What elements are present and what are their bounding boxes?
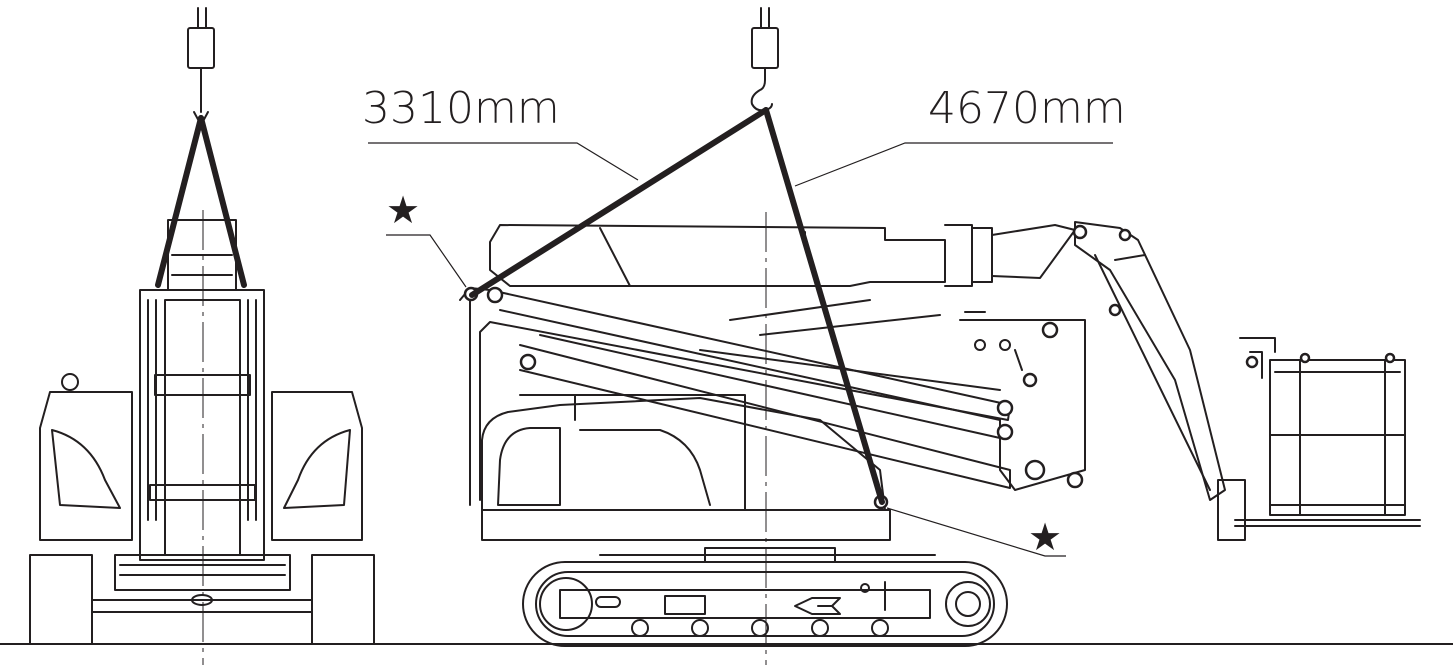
front-view [29, 7, 375, 665]
star-marker-rear-icon: ★ [1028, 515, 1062, 559]
chassis-body [481, 397, 886, 511]
star-marker-front-icon: ★ [386, 188, 420, 232]
dimension-long: 4670mm [928, 83, 1126, 134]
cab-window [497, 427, 561, 506]
front-sling-left [155, 115, 204, 288]
travel-direction-arrow-icon [794, 597, 841, 615]
work-basket [1269, 359, 1406, 516]
annotations: 3310mm 4670mm ★ ★ [362, 83, 1126, 559]
front-hook-block [187, 27, 215, 69]
sling-short [469, 107, 769, 298]
front-sling-right [198, 115, 247, 288]
crane-hook-icon [750, 67, 773, 112]
leader-long [794, 142, 1113, 187]
track [522, 561, 1008, 647]
leader-star-front [386, 234, 467, 288]
sling-long [763, 107, 885, 505]
upper-boom [489, 224, 946, 287]
side-view [459, 7, 1421, 665]
dimension-short: 3310mm [362, 83, 560, 134]
side-hook-block [751, 27, 779, 69]
leader-star-rear [886, 507, 1066, 557]
jib-arm [1074, 221, 1226, 501]
leader-short [368, 142, 639, 181]
